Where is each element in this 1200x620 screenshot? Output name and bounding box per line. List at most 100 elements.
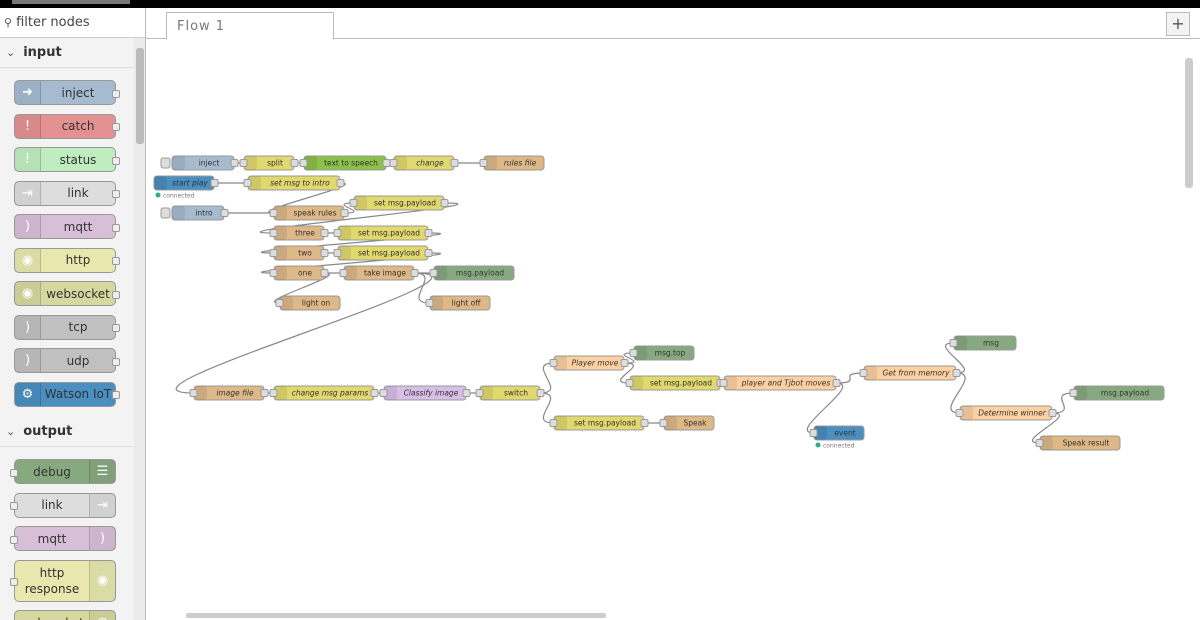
palette-node-websocket[interactable]: ◉websocket <box>14 281 120 306</box>
wire-determine-speakresult[interactable] <box>1031 412 1061 444</box>
flow-node-playertj[interactable]: player and Tjbot moves <box>719 375 841 391</box>
input-port[interactable] <box>949 339 958 347</box>
input-port[interactable] <box>629 349 638 357</box>
palette-node-catch[interactable]: !catch <box>14 113 120 139</box>
wire-switch-setpay5[interactable] <box>539 392 555 424</box>
output-port[interactable] <box>340 209 349 217</box>
flow-node-determine[interactable]: Determine winner <box>955 405 1057 421</box>
vertical-scroll-thumb[interactable] <box>1185 58 1193 188</box>
flow-node-split[interactable]: split <box>239 155 299 171</box>
input-port[interactable] <box>269 229 278 237</box>
output-port[interactable] <box>320 249 329 257</box>
flow-node-two[interactable]: two <box>269 245 329 261</box>
input-port[interactable] <box>243 179 252 187</box>
flow-node-setintro[interactable]: set msg to intro <box>243 175 345 191</box>
workspace-vertical-scrollbar[interactable] <box>1184 48 1194 614</box>
filter-input[interactable]: filter nodes <box>16 15 90 30</box>
input-port[interactable] <box>299 159 308 167</box>
input-port[interactable] <box>379 389 388 397</box>
input-port[interactable] <box>389 159 398 167</box>
flow-node-classify[interactable]: Classify image <box>379 385 471 401</box>
palette-node-mqtt[interactable]: mqtt) <box>10 526 116 551</box>
output-port[interactable] <box>320 229 329 237</box>
output-port[interactable] <box>260 389 269 397</box>
tab-flow-1[interactable]: Flow 1 <box>166 12 334 40</box>
node-port[interactable] <box>112 257 120 265</box>
input-port[interactable] <box>719 379 728 387</box>
output-port[interactable] <box>290 159 299 167</box>
input-port[interactable] <box>189 389 198 397</box>
add-tab-button[interactable]: + <box>1166 12 1190 36</box>
node-port[interactable] <box>112 324 120 332</box>
input-port[interactable] <box>275 299 284 307</box>
output-port[interactable] <box>320 269 329 277</box>
input-port[interactable] <box>333 249 342 257</box>
input-port[interactable] <box>809 429 818 437</box>
input-port[interactable] <box>549 359 558 367</box>
input-port[interactable] <box>549 419 558 427</box>
flow-node-msgtop[interactable]: msg.top <box>629 345 695 361</box>
wire-playertj-event[interactable] <box>806 382 844 434</box>
flow-node-switch[interactable]: switch <box>475 385 545 401</box>
input-port[interactable] <box>269 269 278 277</box>
node-port[interactable] <box>112 123 120 131</box>
wire-getmem-determine[interactable] <box>950 372 966 414</box>
flow-node-setpay1[interactable]: set msg.payload <box>349 195 449 211</box>
node-port[interactable] <box>112 223 120 232</box>
flow-node-msg[interactable]: msg <box>949 335 1017 351</box>
input-port[interactable] <box>479 159 488 167</box>
flow-node-change1[interactable]: change <box>389 155 459 171</box>
wire-playermove-msgtop[interactable] <box>623 352 635 364</box>
input-port[interactable] <box>1035 439 1044 447</box>
wire-playermove-setpay4[interactable] <box>620 362 634 384</box>
palette-scroll-thumb[interactable] <box>136 48 144 144</box>
wire-setintro-speakrules[interactable] <box>268 182 346 214</box>
node-port[interactable] <box>112 89 120 98</box>
palette-node-tcp[interactable]: )tcp <box>14 314 120 340</box>
output-port[interactable] <box>210 179 219 187</box>
input-port[interactable] <box>269 209 278 217</box>
input-port[interactable] <box>269 389 278 397</box>
output-port[interactable] <box>832 379 841 387</box>
input-port[interactable] <box>625 379 634 387</box>
inject-trigger-button[interactable] <box>160 207 171 219</box>
output-port[interactable] <box>336 179 345 187</box>
node-port[interactable] <box>10 535 18 544</box>
flow-node-speakrules[interactable]: speak rules <box>269 205 349 221</box>
output-port[interactable] <box>952 369 961 377</box>
output-port[interactable] <box>1048 409 1057 417</box>
node-port[interactable] <box>10 577 18 586</box>
flow-node-speak[interactable]: Speak <box>659 415 715 431</box>
node-port[interactable] <box>10 468 18 477</box>
filter-box[interactable]: ⚲ filter nodes <box>0 8 145 38</box>
input-port[interactable] <box>955 409 964 417</box>
output-port[interactable] <box>640 419 649 427</box>
node-port[interactable] <box>112 290 120 299</box>
wire-determine-msgpayload2[interactable] <box>1051 392 1075 414</box>
output-port[interactable] <box>450 159 459 167</box>
category-input[interactable]: ⌄ input <box>0 38 134 68</box>
wire-speakrules-setpay1[interactable] <box>343 202 355 214</box>
input-port[interactable] <box>333 229 342 237</box>
input-port[interactable] <box>859 369 868 377</box>
node-port[interactable] <box>112 391 120 399</box>
flow-node-intro[interactable]: intro <box>160 205 229 221</box>
wire-setpay3-one[interactable] <box>261 252 441 274</box>
palette-node-websocket[interactable]: websocket◉ <box>10 610 116 620</box>
flow-node-changeparams[interactable]: change msg params <box>269 385 379 401</box>
wire-playertj-getmem[interactable] <box>835 372 865 384</box>
palette-node-http[interactable]: ◉http <box>14 247 120 273</box>
flow-node-setpay4[interactable]: set msg.payload <box>625 375 725 391</box>
wire-takeimage-imagefile[interactable] <box>175 272 433 394</box>
input-port[interactable] <box>659 419 668 427</box>
flow-node-tts[interactable]: text to speech <box>299 155 391 171</box>
output-port[interactable] <box>424 229 433 237</box>
flow-node-rulesfile[interactable]: rules file <box>479 155 545 171</box>
flow-node-one[interactable]: one <box>269 265 329 281</box>
inject-trigger-button[interactable] <box>160 157 171 169</box>
palette-node-mqtt[interactable]: )mqtt <box>14 214 120 239</box>
output-port[interactable] <box>382 159 391 167</box>
